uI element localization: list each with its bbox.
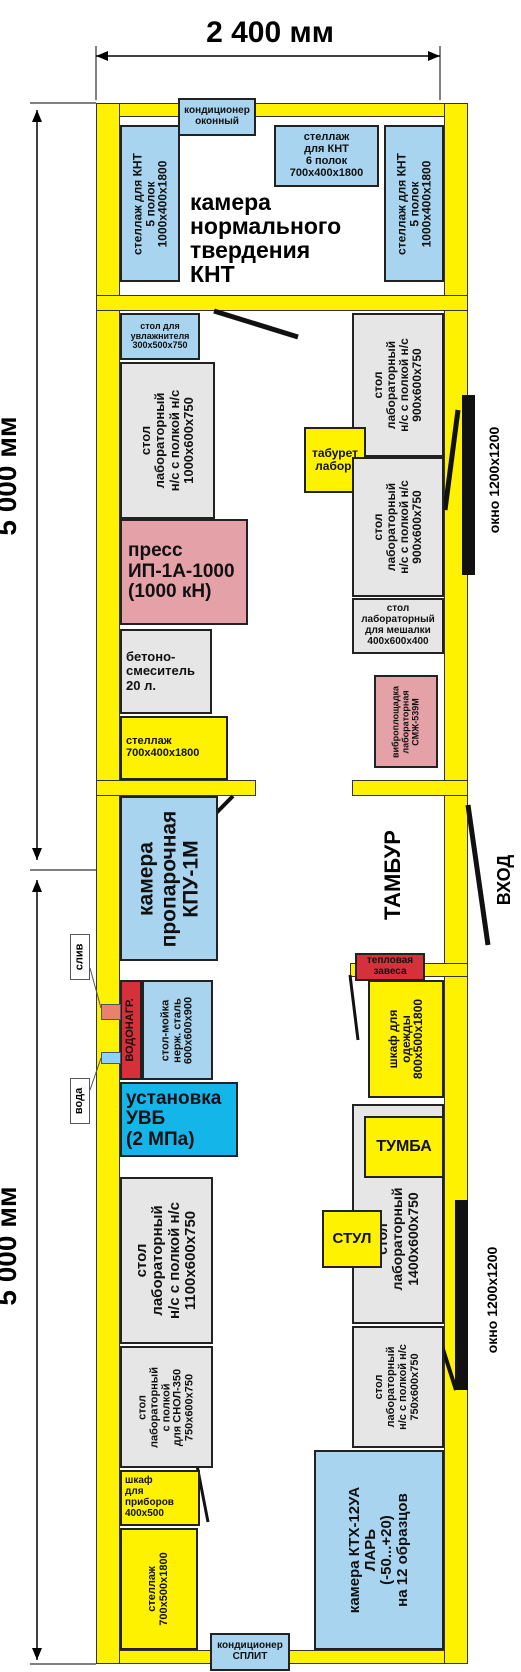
ac-window: кондиционер оконный [178,98,256,136]
width-label: 2 400 мм [206,16,334,49]
chair: СТУЛ [322,1210,382,1268]
table-mixer: стол лабораторный для мешалки 400х600х40… [352,598,444,654]
wall-knt [96,295,468,311]
table-lab-1100: стол лабораторный н/с с полкой н/с 1100х… [120,1177,213,1344]
rack-700-500: стеллаж 700х500х1800 [120,1528,198,1650]
vibro-platform: виброплощадка лабораторная СМЖ-539М [374,675,438,768]
instruments-cabinet: шкаф для приборов 400х500 [120,1470,200,1526]
wall-outer-left [96,103,120,1664]
uvb-installation: установка УВБ (2 МПа) [120,1082,238,1157]
steam-chamber: камера пропарочная КПУ-1М [120,796,218,961]
rack-knt-center: стеллаж для КНТ 6 полок 700х400х1800 [274,125,379,187]
wall-lab-left [96,780,256,796]
table-lab-750-label: стол лабораторный н/с с полкой н/с 750х6… [373,1344,421,1430]
chamber-ktx: камера КТХ-12УА ЛАРЬ (-50...+20) на 12 о… [314,1450,444,1650]
wardrobe: шкаф для одежды 800х500х1800 [368,980,444,1098]
table-lab-900-b: стол лабораторный н/с с полкой н/с 900х6… [352,457,444,597]
wardrobe-label: шкаф для одежды 800х500х1800 [385,998,426,1080]
drain-label: слив [70,934,90,980]
sink: стол-мойка нерж. сталь 600х600х900 [142,980,213,1080]
table-snol: стол лабораторный с полкой для СНОЛ-350 … [120,1346,213,1468]
table-humidifier: стол для увлажнителя 300х500х750 [120,313,200,360]
rack-700-500-label: стеллаж 700х500х1800 [146,1552,170,1626]
wall-outer-right [444,103,468,1664]
water-pipe [101,1052,121,1064]
ac-split: кондиционер СПЛИТ [210,1633,290,1671]
wall-lab-right [352,780,468,796]
water-label: вода [70,1078,90,1124]
rack-knt-left: стеллаж для КНТ 5 полок 1000х400х1800 [120,125,180,282]
window-lower-label: окно 1200х1200 [484,1246,501,1354]
press: пресс ИП-1А-1000 (1000 кН) [120,519,248,625]
water-heater: ВОДОНАГР. [120,980,142,1080]
drain-pipe [101,1004,121,1020]
chamber-ktx-label: камера КТХ-12УА ЛАРЬ (-50...+20) на 12 о… [345,1486,412,1614]
rack-700: стеллаж 700х400х1800 [120,716,228,780]
room-curing-chamber: камера нормального твердения КНТ [190,189,342,288]
table-lab-1000: стол лабораторный н/с с полкой н/с 1000х… [120,362,215,519]
rack-knt-right: стеллаж для КНТ 5 полок 1000х400х1800 [384,125,444,282]
table-lab-900-a: стол лабораторный н/с с полкой н/с 900х6… [352,313,444,457]
concrete-mixer: бетоно- смеситель 20 л. [120,629,212,714]
table-lab-1100-label: стол лабораторный н/с с полкой н/с 1100х… [133,1201,199,1320]
window-upper-glass [462,395,475,575]
table-snol-label: стол лабораторный с полкой для СНОЛ-350 … [135,1366,196,1448]
window-lower-glass [455,1200,468,1390]
table-lab-750: стол лабораторный н/с с полкой н/с 750х6… [352,1326,444,1448]
nightstand: ТУМБА [364,1116,444,1178]
